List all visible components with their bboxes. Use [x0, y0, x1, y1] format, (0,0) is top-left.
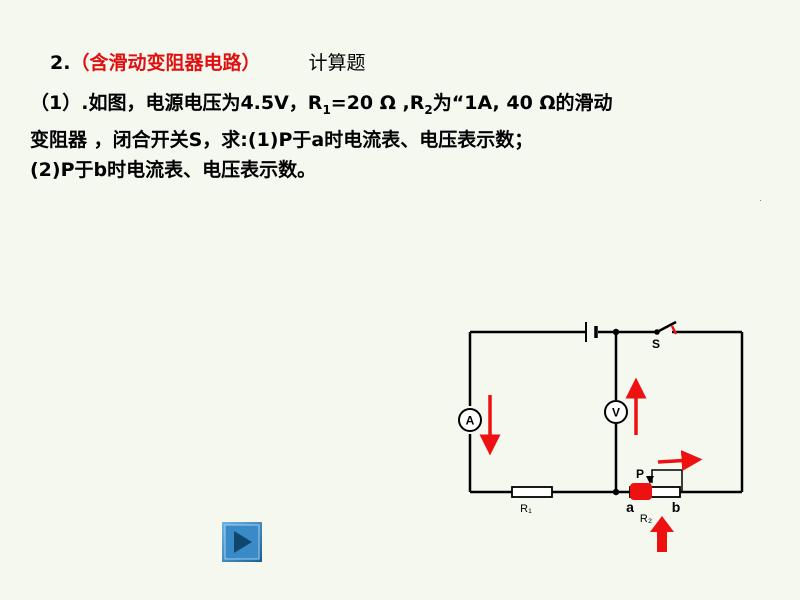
- voltmeter: V: [604, 400, 628, 424]
- play-triangle-icon: [234, 531, 252, 553]
- title-highlight: （含滑动变阻器电路）: [70, 52, 261, 74]
- problem-line-2: 变阻器 ，闭合开关S，求:(1)P于a时电流表、电压表示数；: [30, 128, 534, 151]
- slide-title: 2.（含滑动变阻器电路） 计算题: [50, 48, 365, 75]
- line1-part-b: =20 Ω ,R: [330, 92, 425, 114]
- rheostat-r2: R₂: [629, 469, 683, 525]
- line1-sub-1: 1: [322, 102, 331, 117]
- point-b-label: b: [672, 499, 681, 515]
- problem-line-3: (2)P于b时电流表、电压表示数。: [30, 158, 317, 181]
- ammeter: A: [458, 408, 482, 432]
- line1-part-a: （1）.如图，电源电压为4.5V，R: [30, 92, 323, 114]
- switch-label: S: [652, 337, 660, 351]
- battery-icon: [585, 322, 598, 342]
- line1-part-c: 为“1A, 40 Ω的滑动: [432, 92, 613, 114]
- node-top: [612, 328, 620, 336]
- stray-dot: [760, 200, 761, 201]
- slider-p[interactable]: P: [636, 467, 654, 484]
- point-a-label: a: [626, 499, 634, 515]
- slider-label: P: [636, 467, 644, 481]
- voltmeter-label: V: [612, 406, 620, 420]
- title-number: 2.: [50, 52, 71, 74]
- arrow-right-slider-icon: [657, 450, 703, 472]
- ammeter-label: A: [466, 414, 475, 428]
- slider-pointer-icon: [646, 476, 654, 484]
- line1-sub-2: 2: [424, 102, 433, 117]
- slider-red-block: [630, 483, 652, 500]
- current-arrows: [479, 377, 703, 472]
- problem-line-1: （1）.如图，电源电压为4.5V，R1=20 Ω ,R2为“1A, 40 Ω的滑…: [30, 88, 790, 125]
- circuit-diagram: S A V R₁ R₂ P a b: [458, 320, 744, 552]
- resistor-r1: R₁: [511, 486, 553, 515]
- problem-text: （1）.如图，电源电压为4.5V，R1=20 Ω ,R2为“1A, 40 Ω的滑…: [30, 88, 790, 185]
- circuit-wires: [468, 330, 744, 494]
- next-slide-button[interactable]: [222, 522, 262, 562]
- r1-label: R₁: [520, 503, 532, 515]
- r2-label: R₂: [640, 513, 652, 525]
- switch-s[interactable]: S: [652, 320, 678, 351]
- big-up-arrow-icon: [650, 516, 674, 552]
- title-type: 计算题: [308, 52, 366, 74]
- node-a: [612, 488, 620, 496]
